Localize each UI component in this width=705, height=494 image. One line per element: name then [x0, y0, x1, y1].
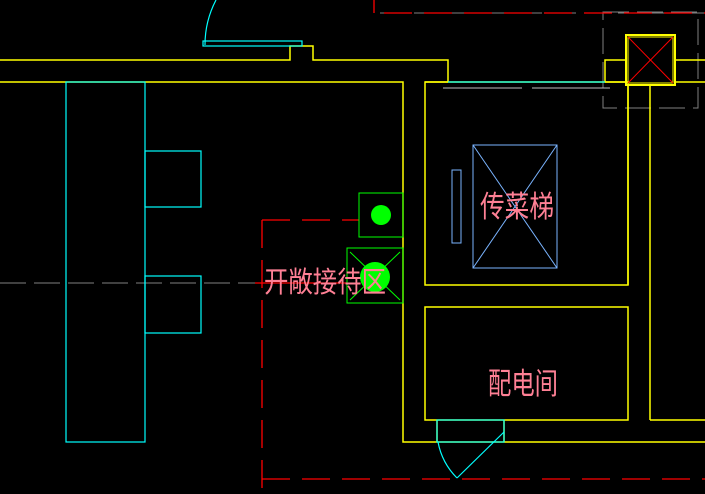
label-dumbwaiter: 传菜梯 — [480, 190, 554, 225]
walls — [0, 45, 705, 443]
elevator-shaft-symbol — [625, 34, 676, 86]
hidden-lines — [0, 11, 705, 284]
label-electrical-room: 配电间 — [488, 367, 558, 402]
label-reception-area: 开敞接待区 — [264, 265, 386, 299]
equipment-marker — [360, 262, 390, 292]
zone-boundary — [255, 0, 705, 494]
furniture — [65, 0, 605, 479]
equipment-marker — [371, 205, 391, 225]
equipment — [346, 192, 404, 304]
dumbwaiter-symbol — [451, 144, 558, 269]
